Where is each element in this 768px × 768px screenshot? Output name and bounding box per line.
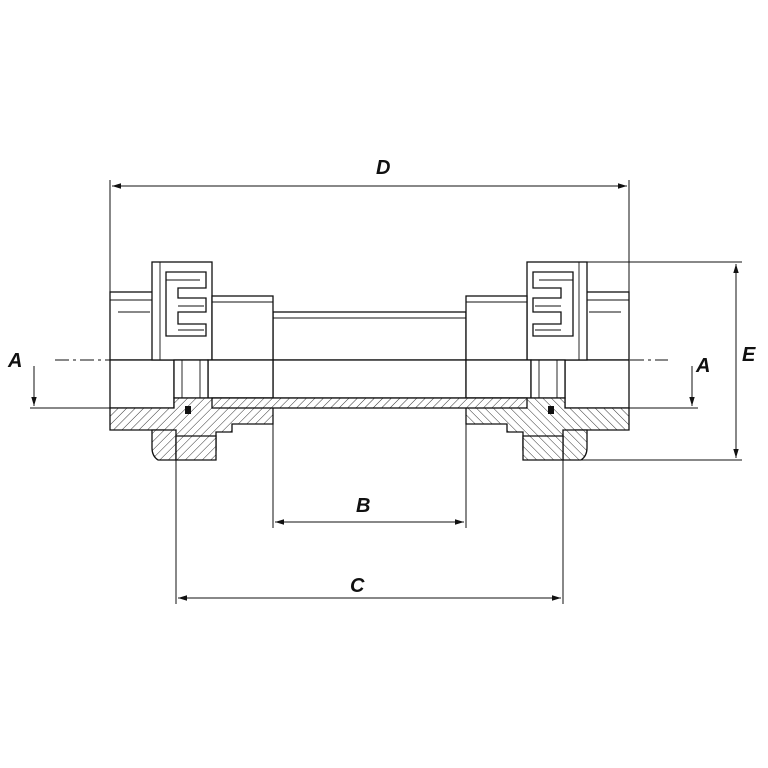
centre-pipe	[272, 311, 467, 399]
dimension-e	[572, 261, 742, 461]
dimension-a-right	[629, 366, 698, 409]
dimension-d	[109, 180, 630, 292]
dimension-a-left-label: A	[7, 350, 22, 372]
dimension-b-label: B	[356, 495, 370, 517]
pipe-wall-section	[211, 397, 528, 409]
dimension-c-label: C	[350, 575, 365, 597]
left-fitting	[109, 261, 274, 461]
dimension-d-label: D	[376, 157, 390, 179]
dimension-c	[175, 460, 564, 604]
dimension-a-left	[30, 366, 110, 409]
dimension-b	[272, 424, 467, 528]
dimension-e-label: E	[742, 344, 756, 366]
dimension-a-right-label: A	[695, 355, 710, 377]
right-fitting	[465, 261, 630, 461]
